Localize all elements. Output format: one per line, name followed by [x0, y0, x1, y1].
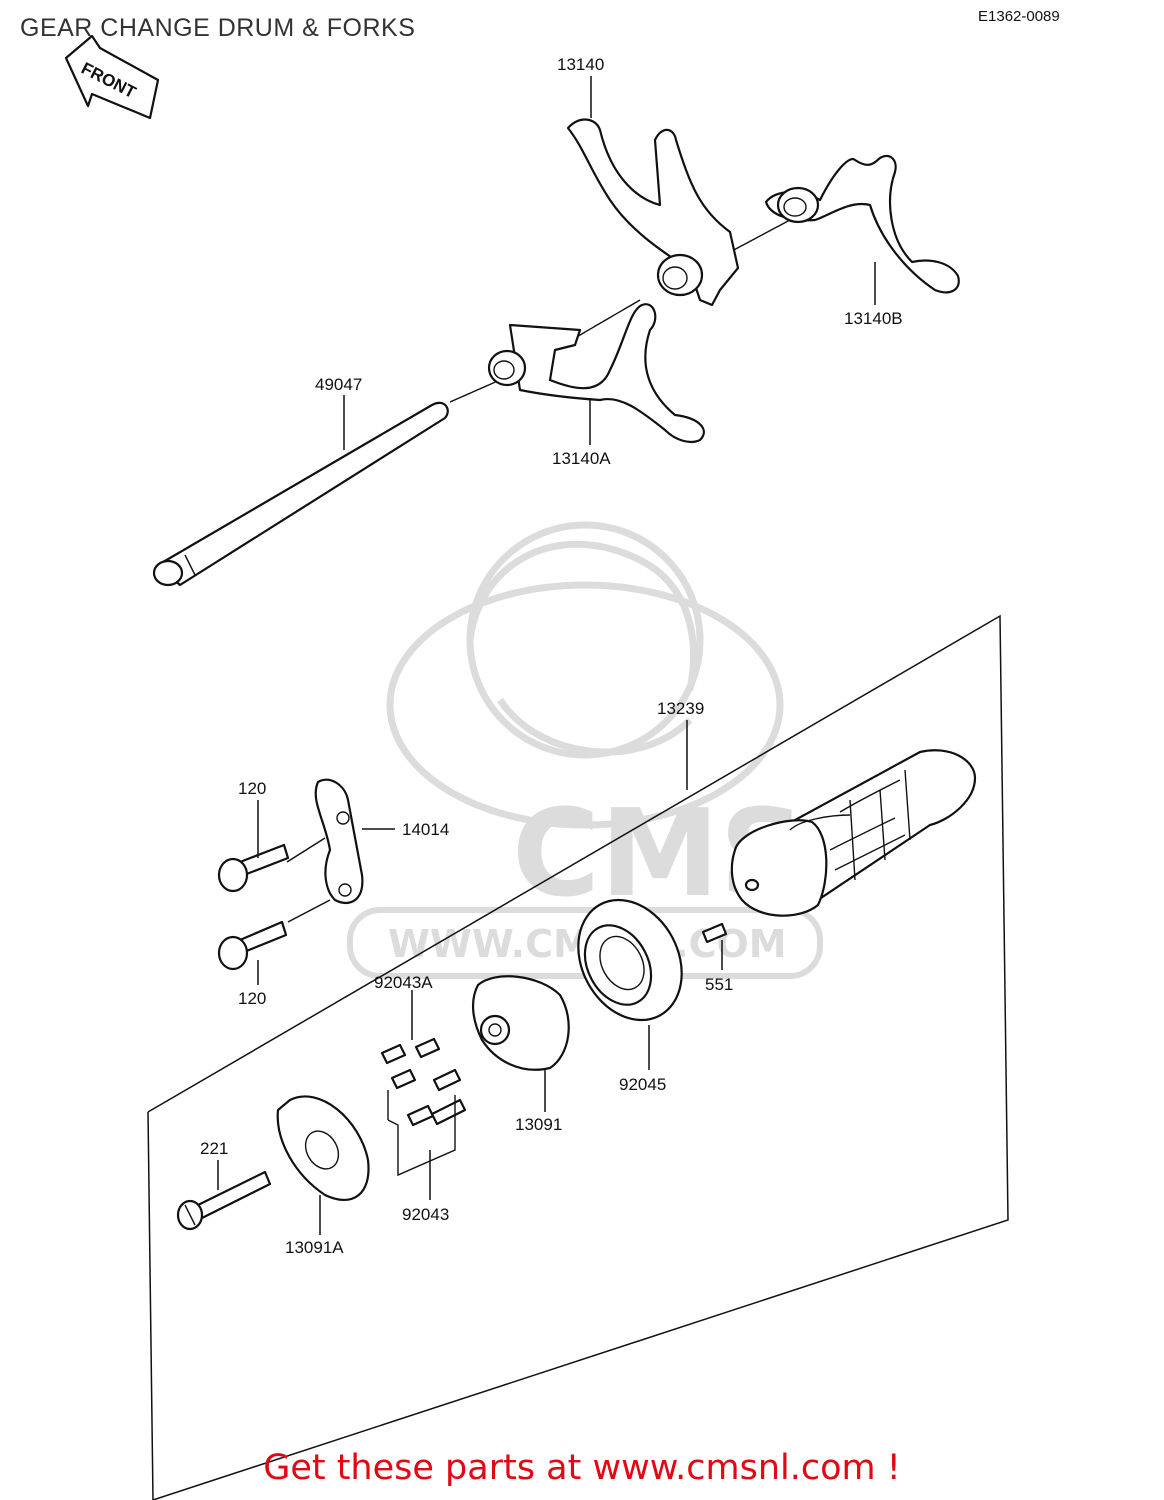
- shift-fork-13140[interactable]: [566, 118, 740, 307]
- bolt-120-top[interactable]: [217, 843, 290, 893]
- part-label-92045[interactable]: 92045: [619, 1075, 666, 1094]
- part-label-13091A[interactable]: 13091A: [285, 1238, 344, 1257]
- watermark-logo: CMS WWW.CMSNL.COM: [347, 521, 823, 979]
- pins-92043A[interactable]: [380, 1037, 441, 1090]
- page-title: GEAR CHANGE DRUM & FORKS: [20, 14, 416, 42]
- footer-link-container: Get these parts at www.cmsnl.com !: [0, 1448, 1164, 1488]
- gear-change-drum-13239[interactable]: [730, 749, 977, 917]
- shift-fork-shaft-49047[interactable]: [152, 401, 449, 587]
- bolt-120-bottom[interactable]: [217, 920, 288, 971]
- part-label-13239[interactable]: 13239: [657, 699, 704, 718]
- part-label-221[interactable]: 221: [200, 1139, 228, 1158]
- drum-cam-13091[interactable]: [472, 975, 570, 1071]
- diagram-code: E1362-0089: [978, 8, 1060, 25]
- part-label-551[interactable]: 551: [705, 975, 733, 994]
- part-label-92043[interactable]: 92043: [402, 1205, 449, 1224]
- pins-92043[interactable]: [387, 1068, 467, 1177]
- drum-assembly-panel: [147, 614, 1009, 1500]
- part-label-13140B[interactable]: 13140B: [844, 309, 903, 328]
- part-label-14014[interactable]: 14014: [402, 820, 449, 839]
- shift-fork-13140A[interactable]: [487, 303, 705, 444]
- part-label-120-bottom[interactable]: 120: [238, 989, 266, 1008]
- get-parts-link[interactable]: Get these parts at www.cmsnl.com !: [263, 1448, 901, 1488]
- shift-fork-13140B[interactable]: [764, 154, 960, 294]
- leader-lines: [217, 76, 876, 1235]
- drum-plate-13091A[interactable]: [276, 1095, 370, 1201]
- bearing-92045[interactable]: [558, 882, 702, 1038]
- part-label-13091[interactable]: 13091: [515, 1115, 562, 1134]
- part-label-120-top[interactable]: 120: [238, 779, 266, 798]
- front-direction-arrow: FRONT: [64, 34, 160, 120]
- part-label-49047[interactable]: 49047: [315, 375, 362, 394]
- part-label-92043A[interactable]: 92043A: [374, 973, 433, 992]
- part-label-13140A[interactable]: 13140A: [552, 449, 611, 468]
- part-label-13140[interactable]: 13140: [557, 55, 604, 74]
- pin-551[interactable]: [701, 922, 728, 944]
- screw-221[interactable]: [176, 1170, 272, 1231]
- stopper-plate-14014[interactable]: [314, 778, 364, 905]
